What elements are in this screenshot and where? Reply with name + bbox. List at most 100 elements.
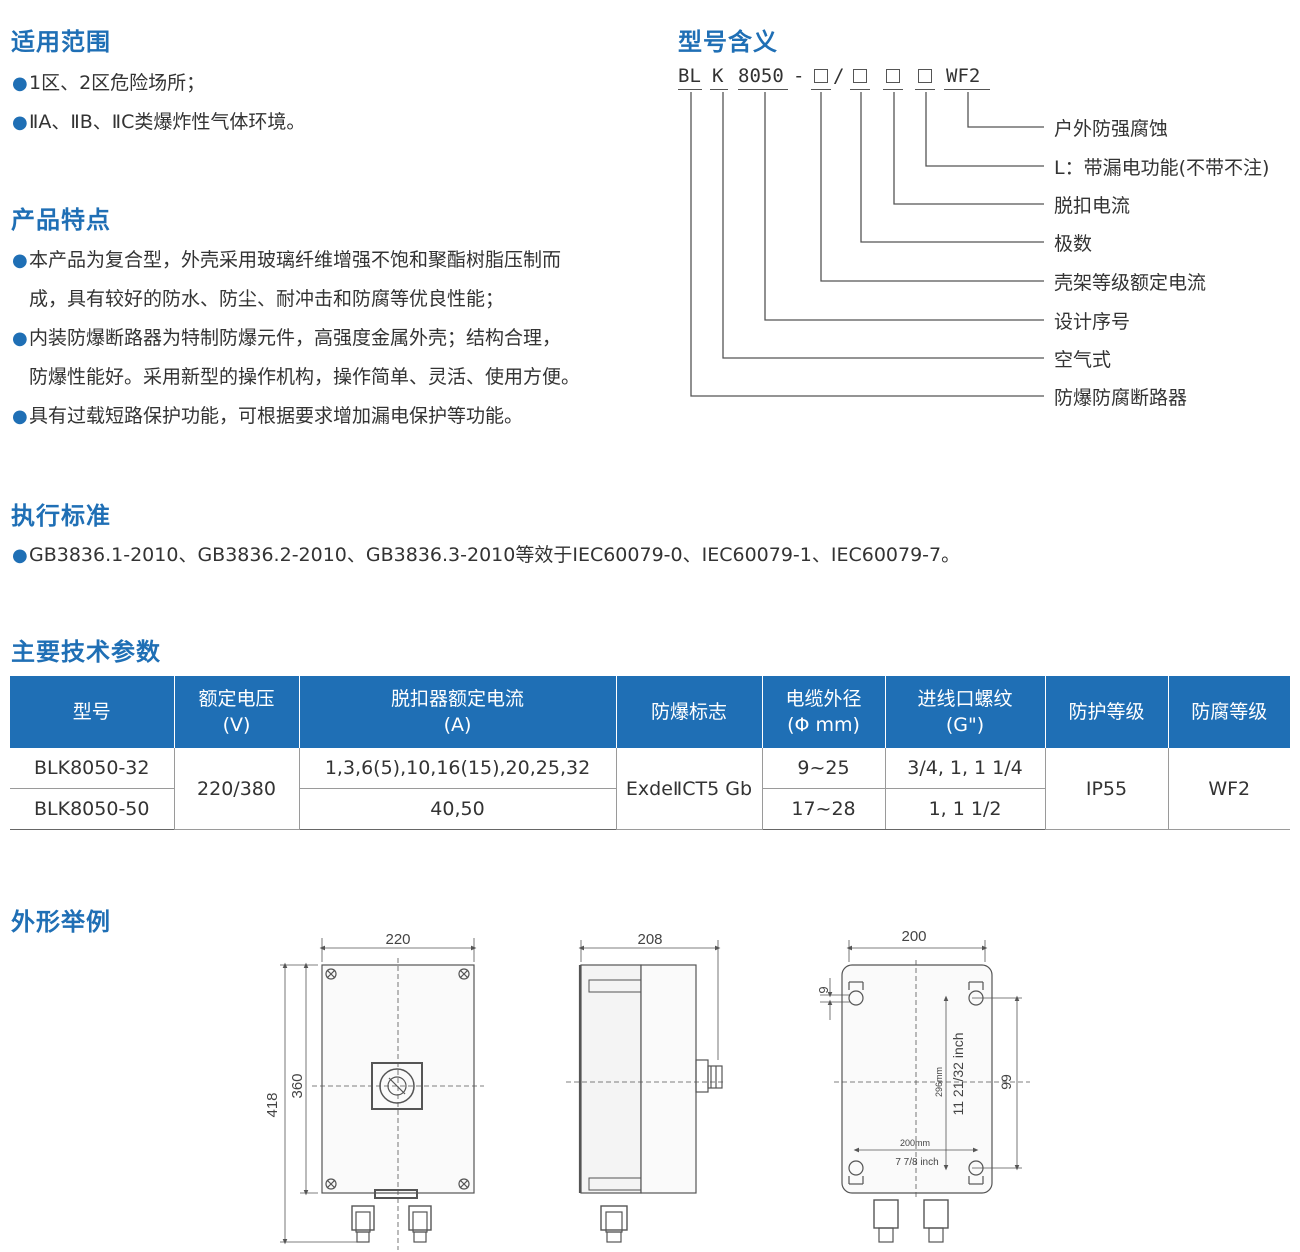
front-view-drawing xyxy=(280,938,484,1250)
bullet-icon: ● xyxy=(12,328,28,349)
cell-thread: 3/4, 1, 1 1/4 xyxy=(884,748,1045,789)
list-item: ●GB3836.1-2010、GB3836.2-2010、GB3836.3-20… xyxy=(11,536,960,575)
list-item: ●1区、2区危险场所； xyxy=(11,64,305,103)
front-width-label: 220 xyxy=(385,931,410,948)
bullet-icon: ● xyxy=(12,545,28,566)
code-underline xyxy=(944,89,990,90)
meaning-label-design-no: 设计序号 xyxy=(1054,311,1131,333)
features-list: ●本产品为复合型，外壳采用玻璃纤维增强不饱和聚酯树脂压制而成，具有较好的防水、防… xyxy=(11,241,580,436)
header-ex-mark: 防爆标志 xyxy=(615,676,762,748)
code-underline xyxy=(883,89,903,90)
code-underline xyxy=(811,89,831,90)
list-item: ●本产品为复合型，外壳采用玻璃纤维增强不饱和聚酯树脂压制而成，具有较好的防水、防… xyxy=(11,241,580,319)
tech-params-table: 型号 额定电压(V) 脱扣器额定电流(A) 防爆标志 电缆外径(Φ mm) 进线… xyxy=(10,676,1290,830)
cell-thread: 1, 1 1/2 xyxy=(884,788,1045,830)
code-slash: / xyxy=(833,65,845,87)
bullet-icon: ● xyxy=(12,112,28,133)
section-title-features: 产品特点 xyxy=(11,206,111,234)
header-protection: 防护等级 xyxy=(1044,676,1168,748)
header-thread: 进线口螺纹(G") xyxy=(884,676,1045,748)
front-inner-height-label: 360 xyxy=(289,1073,306,1098)
cell-cable: 17~28 xyxy=(761,788,885,830)
list-item: ●具有过载短路保护功能，可根据要求增加漏电保护等功能。 xyxy=(11,397,580,436)
meaning-label-breaker: 防爆防腐断路器 xyxy=(1054,387,1188,409)
bullet-icon: ● xyxy=(12,406,28,427)
header-trip-current: 脱扣器额定电流(A) xyxy=(298,676,616,748)
code-box-4 xyxy=(918,69,932,83)
cell-cable: 9~25 xyxy=(761,748,885,789)
code-8050: 8050 xyxy=(738,65,784,87)
code-underline xyxy=(738,89,788,90)
model-meaning-leader-lines xyxy=(690,92,1044,397)
table-row: BLK8050-32 220/380 1,3,6(5),10,16(15),20… xyxy=(10,748,1290,830)
cell-model: BLK8050-50 xyxy=(10,788,174,830)
mounting-hole-icon xyxy=(848,981,864,1006)
screw-icon xyxy=(325,1178,337,1190)
leader-line xyxy=(967,92,1044,128)
leader-line xyxy=(764,92,1044,321)
back-view-drawing xyxy=(820,940,1030,1243)
code-underline xyxy=(850,89,870,90)
bullet-icon: ● xyxy=(12,73,28,94)
list-item: ●内装防爆断路器为特制防爆元件，高强度金属外壳；结构合理，防爆性能好。采用新型的… xyxy=(11,319,580,397)
cell-model: BLK8050-32 xyxy=(10,748,174,789)
header-anticorrosion: 防腐等级 xyxy=(1167,676,1290,748)
section-title-standards: 执行标准 xyxy=(11,502,111,530)
code-underline xyxy=(915,89,935,90)
back-width-label: 200 xyxy=(901,928,926,945)
side-view-drawing xyxy=(566,940,726,1243)
front-outer-height-label: 418 xyxy=(264,1092,281,1117)
cell-trip-current: 1,3,6(5),10,16(15),20,25,32 xyxy=(298,748,616,789)
table-header-row: 型号 额定电压(V) 脱扣器额定电流(A) 防爆标志 电缆外径(Φ mm) 进线… xyxy=(10,676,1290,748)
mount-height2-label: 99 xyxy=(998,1074,1014,1090)
table-row: BLK8050-50 40,50 17~28 1, 1 1/2 xyxy=(10,788,1290,830)
screw-icon xyxy=(325,968,337,980)
code-underline xyxy=(678,89,702,90)
mount-width-mm-label: 200mm xyxy=(900,1138,930,1148)
meaning-label-frame-current: 壳架等级额定电流 xyxy=(1054,272,1207,294)
code-underline xyxy=(710,89,728,90)
back-offset-label: 9 xyxy=(816,986,831,993)
code-dash: - xyxy=(793,65,805,87)
section-title-outline: 外形举例 xyxy=(11,908,111,936)
mounting-hole-icon xyxy=(848,1160,864,1185)
meaning-label-air-type: 空气式 xyxy=(1054,349,1112,371)
header-voltage: 额定电压(V) xyxy=(173,676,299,748)
leader-line xyxy=(893,92,1044,205)
code-box-1 xyxy=(814,69,828,83)
screw-icon xyxy=(458,1178,470,1190)
leader-line xyxy=(820,92,1044,282)
leader-line xyxy=(925,92,1044,167)
list-item: ●ⅡA、ⅡB、ⅡC类爆炸性气体环境。 xyxy=(11,103,305,142)
code-box-3 xyxy=(886,69,900,83)
meaning-label-poles: 极数 xyxy=(1054,233,1093,255)
code-box-2 xyxy=(853,69,867,83)
leader-line xyxy=(690,92,1044,397)
code-wf2: WF2 xyxy=(946,65,981,87)
meaning-label-leakage: L：带漏电功能(不带不注) xyxy=(1054,157,1270,179)
cell-protection: IP55 xyxy=(1044,748,1168,830)
standards-list: ●GB3836.1-2010、GB3836.2-2010、GB3836.3-20… xyxy=(11,536,960,575)
mount-width-inch-label: 7 7/8 inch xyxy=(895,1157,938,1168)
bullet-icon: ● xyxy=(12,250,28,271)
leader-line xyxy=(860,92,1044,243)
section-title-tech-params: 主要技术参数 xyxy=(11,638,161,666)
cell-voltage: 220/380 xyxy=(173,748,299,830)
meaning-label-trip-current: 脱扣电流 xyxy=(1054,195,1131,217)
model-code: BL K 8050 - / WF2 xyxy=(678,63,1008,93)
screw-icon xyxy=(458,968,470,980)
cell-anticorrosion: WF2 xyxy=(1167,748,1290,830)
cell-ex-mark: ExdeⅡCT5 Gb xyxy=(615,748,762,830)
header-model: 型号 xyxy=(10,676,174,748)
mount-height-inch-label: 11 21/32 inch xyxy=(950,1032,966,1115)
scope-list: ●1区、2区危险场所； ●ⅡA、ⅡB、ⅡC类爆炸性气体环境。 xyxy=(11,64,305,142)
section-title-model-meaning: 型号含义 xyxy=(678,28,778,56)
cell-trip-current: 40,50 xyxy=(298,788,616,830)
section-title-scope: 适用范围 xyxy=(11,28,111,56)
mount-height-mm-label: 296mm xyxy=(934,1067,944,1097)
code-bl: BL xyxy=(678,65,701,87)
leader-line xyxy=(722,92,1044,359)
header-cable-diameter: 电缆外径(Φ mm) xyxy=(761,676,885,748)
side-depth-label: 208 xyxy=(637,931,662,948)
